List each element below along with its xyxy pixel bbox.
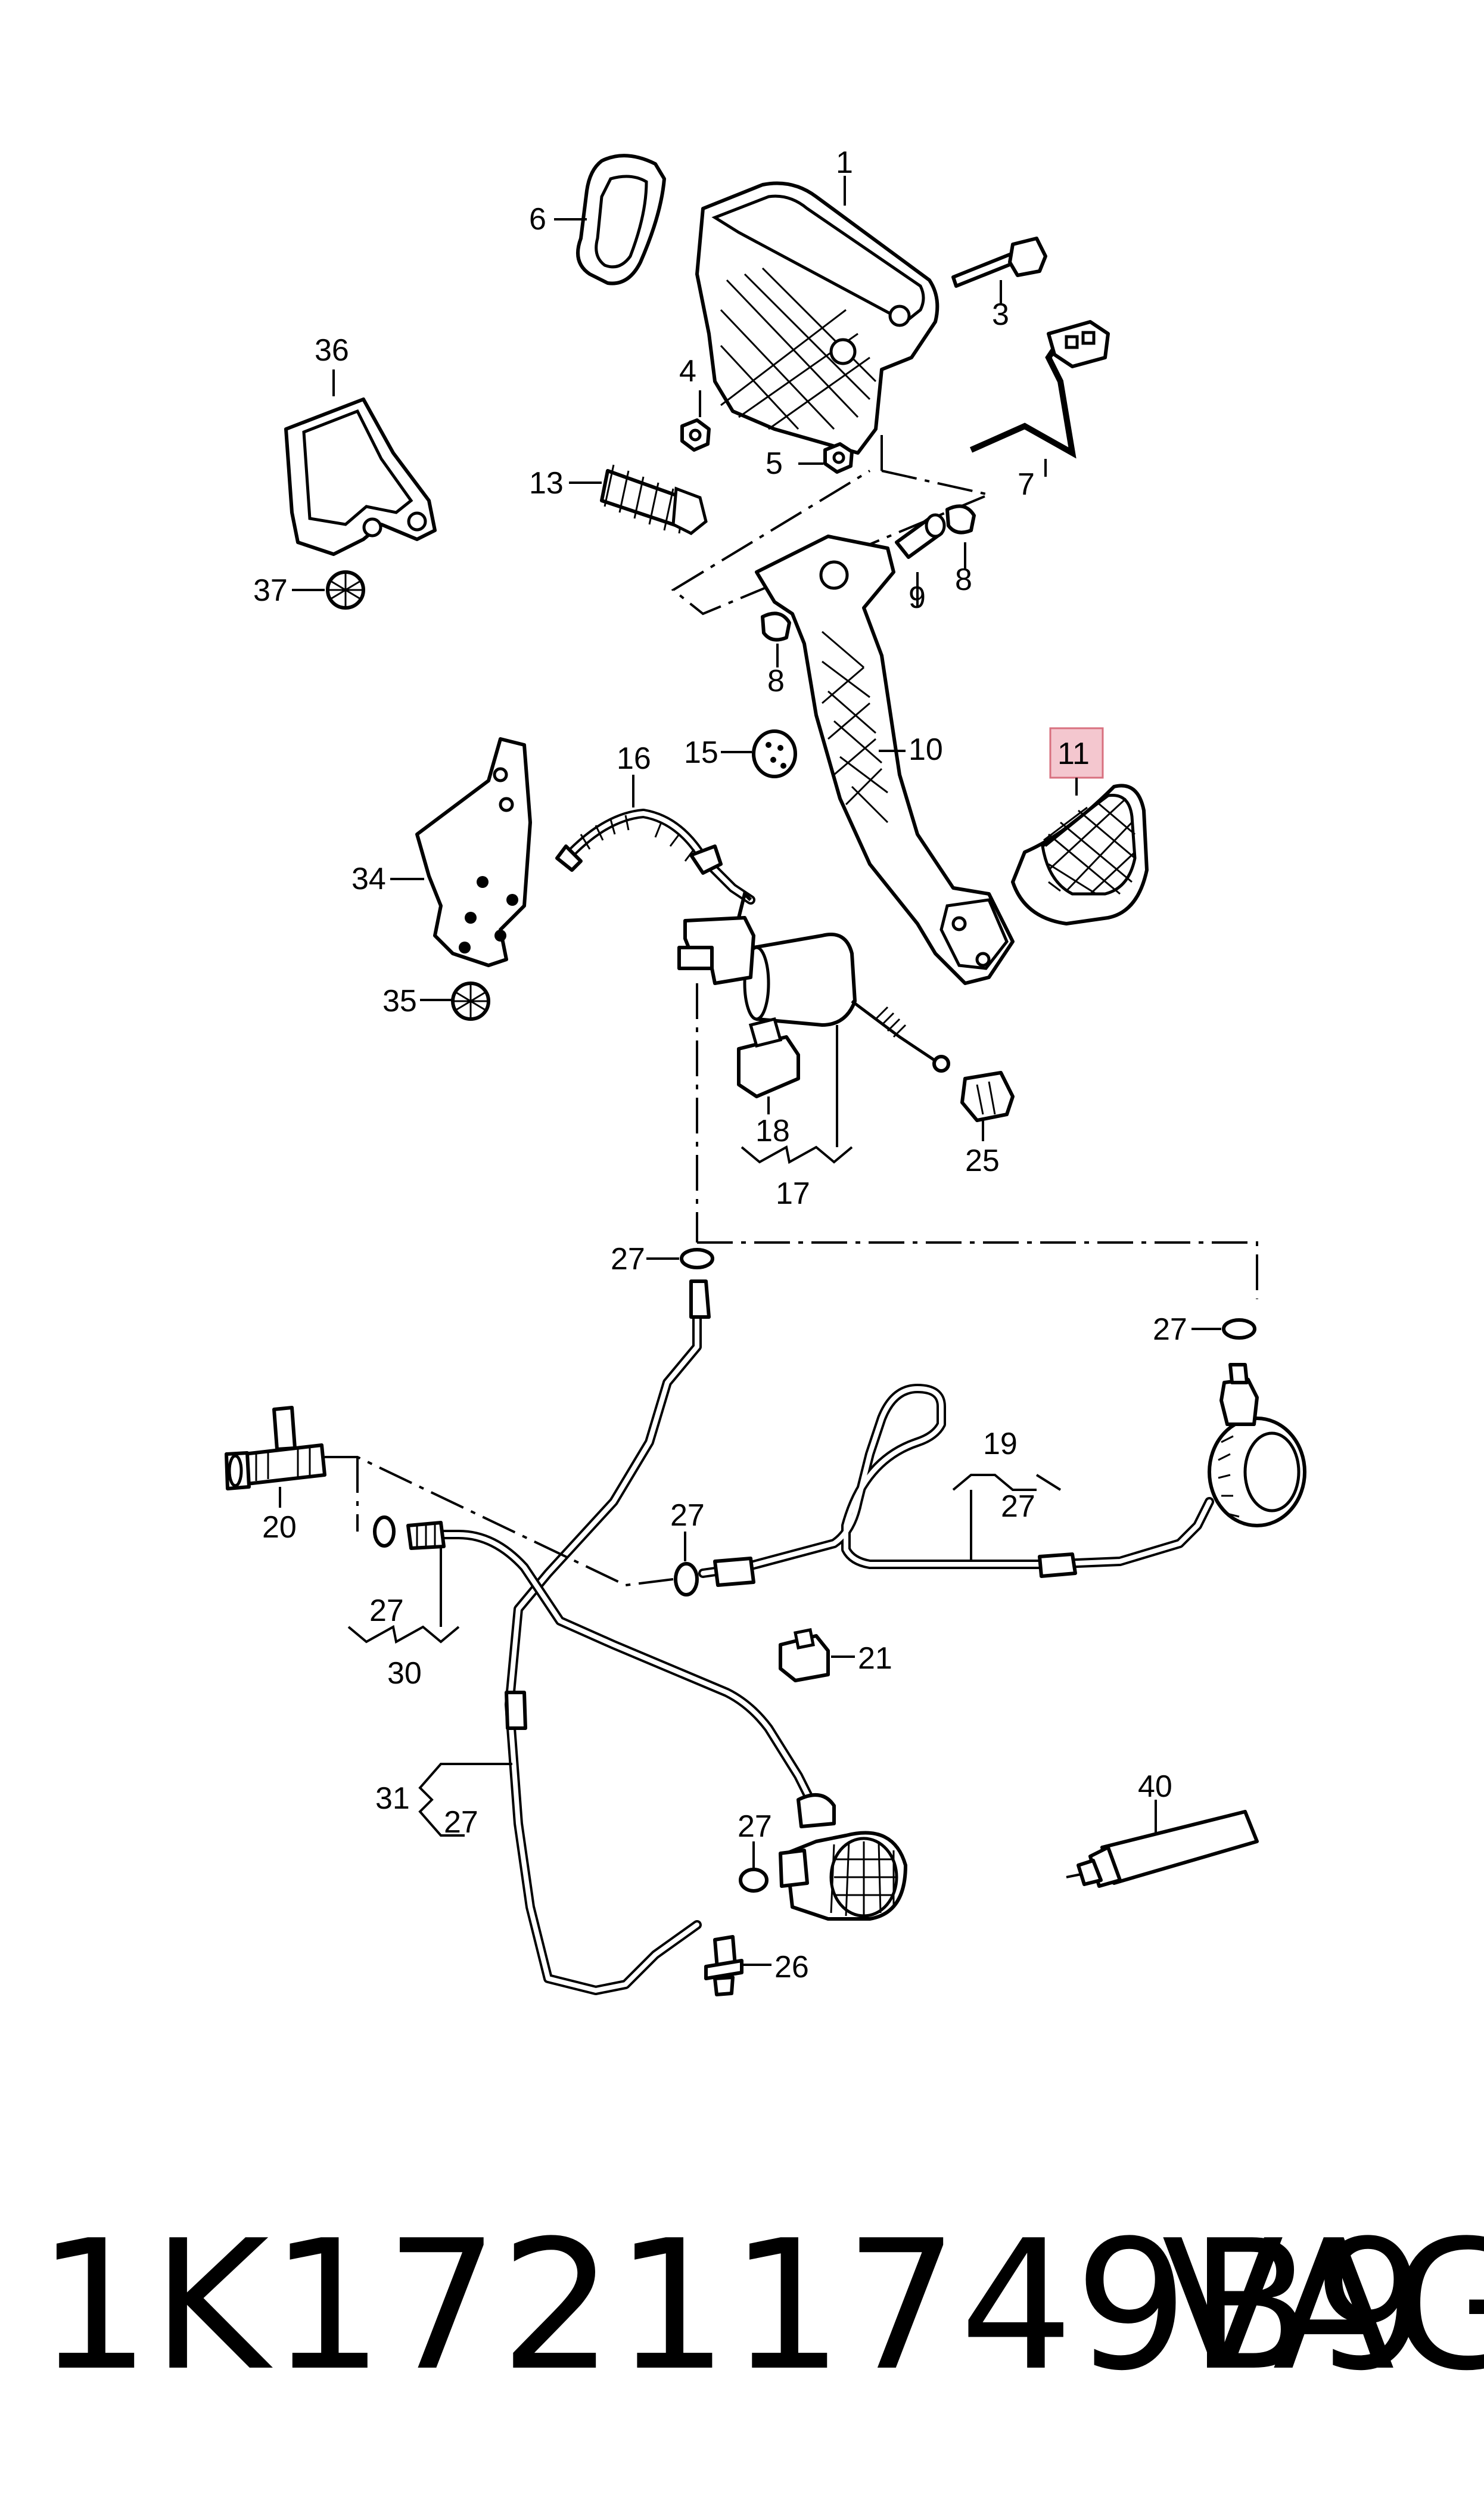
part-19-pipe [698,1384,1214,1587]
part-8-bush-bottom [761,611,791,667]
label-27e: 27 [738,1809,772,1844]
part-40-grease-tube [1066,1800,1259,1888]
part-21-clip [779,1628,855,1682]
part-9-sleeve [895,513,946,608]
label-27a: 27 [611,1242,645,1276]
part-34-bracket-plate [390,737,532,967]
label-31: 31 [375,1781,410,1816]
label-35: 35 [382,984,417,1018]
label-27d: 27 [369,1594,404,1628]
label-19: 19 [983,1427,1018,1461]
label-1: 1 [836,145,853,180]
part-11-highlight-box [1049,727,1104,779]
part-15-grommet [721,729,797,778]
label-8b: 8 [767,664,785,698]
label-40: 40 [1138,1769,1172,1804]
label-18: 18 [755,1114,790,1148]
label-19-27: 27 [1001,1489,1035,1524]
part-7-wire-bracket [969,320,1110,477]
label-11: 11 [1057,737,1090,771]
callout-labels: 1 3 4 5 6 7 8 8 9 10 11 13 15 16 17 18 1… [253,145,1187,1984]
label-4: 4 [679,354,696,389]
label-13: 13 [529,466,564,501]
label-3: 3 [992,297,1009,332]
label-26: 26 [774,1950,809,1984]
label-34: 34 [351,862,386,896]
label-27c: 27 [670,1498,705,1533]
brand-text: VAG [1162,2202,1484,2410]
label-16: 16 [617,741,651,776]
label-9: 9 [909,580,926,615]
label-27b: 27 [1153,1312,1187,1347]
part-16-hose [555,775,755,905]
part-17-master-cylinder [677,890,950,1073]
part-10-pedal-arm [755,535,1015,985]
part-number-text: 1K17211749B9 [37,2202,1429,2410]
part-19-slave-cylinder [1208,1363,1306,1527]
part-27-o-ring-b [1222,1318,1256,1340]
part-1-pedal-bracket [695,176,939,455]
part-27-o-ring-a [680,1248,714,1269]
part-27-o-ring-d [373,1515,396,1548]
label-10: 10 [909,732,943,767]
part-27-o-ring-e [739,1868,769,1893]
label-36: 36 [315,333,349,368]
label-6: 6 [529,202,546,237]
label-25: 25 [965,1144,1000,1178]
part-26-clip [704,1935,771,1996]
label-15: 15 [684,735,718,770]
part-36-bracket [284,369,437,556]
part-6-gasket [554,154,666,285]
label-31-27: 27 [444,1805,478,1840]
label-17: 17 [776,1176,810,1211]
part-5-nut [798,442,854,474]
part-13-spring [569,464,708,535]
part-4-nut [680,390,711,452]
part-31-pipe-assembly [505,1279,711,1995]
part-11-pedal-pad [1011,784,1149,925]
part-30-pipe [406,1521,821,1816]
label-21: 21 [858,1641,892,1676]
label-20: 20 [262,1510,297,1545]
part-20-t-fitting [225,1406,326,1508]
label-8a: 8 [955,563,972,597]
part-3-bolt [951,237,1047,304]
part-18-sensor [737,1017,800,1114]
part-25-connector [960,1071,1015,1141]
part-8-bush-top [945,504,976,569]
label-37: 37 [253,573,288,608]
part-27-o-ring-c [674,1562,699,1596]
lower-slave-cylinder [779,1793,907,1921]
part-35-clip [420,981,490,1021]
label-30: 30 [387,1656,422,1691]
part-37-clip [292,570,365,610]
label-7: 7 [1018,467,1035,502]
label-5: 5 [766,446,783,481]
